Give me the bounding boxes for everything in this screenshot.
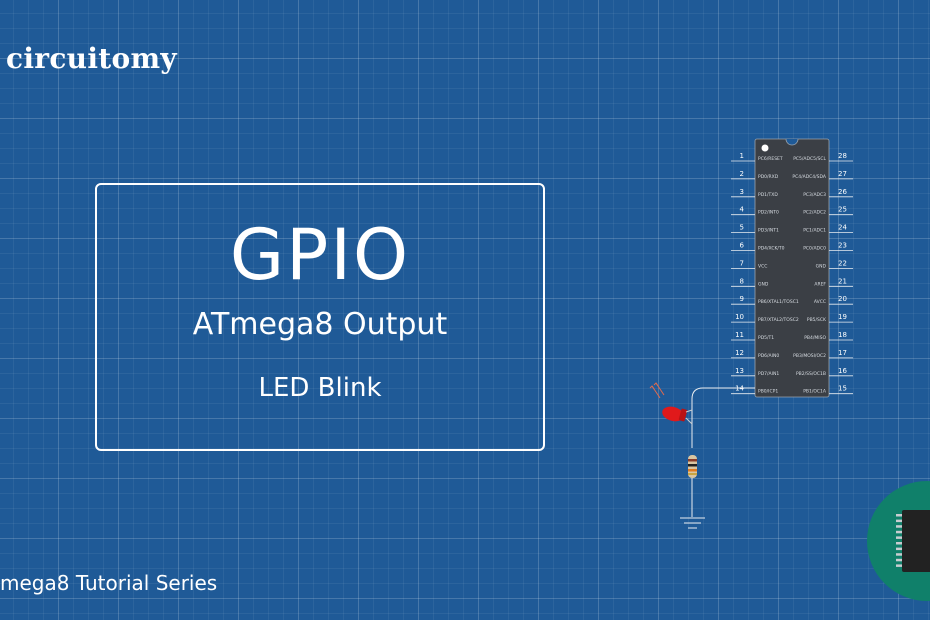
chip-pin-number: 13 [735, 367, 744, 375]
chip-pin-number: 20 [838, 295, 847, 303]
chip-pin-label: PD5/T1 [758, 335, 774, 341]
chip-pin-label: PB3/MOSI/OC2 [793, 353, 826, 359]
chip-pin-label: PB6/XTAL1/TOSC1 [758, 299, 799, 305]
resistor-icon [688, 455, 697, 478]
chip-pin-label: PB5/SCK [807, 317, 827, 323]
chip-pin-number: 15 [838, 385, 847, 393]
chip-pin-number: 18 [838, 331, 847, 339]
chip-pin-label: PC5/ADC5/SCL [793, 156, 826, 162]
chip-pin-label: PC6/RESET [758, 156, 783, 162]
chip-pin-number: 17 [838, 349, 847, 357]
chip-pin-number: 14 [735, 385, 744, 393]
badge-chip-pin [896, 519, 902, 523]
series-caption: mega8 Tutorial Series [0, 571, 218, 595]
chip-pin-label: PC3/ADC3 [803, 192, 826, 198]
chip-pin-label: PC4/ADC4/SDA [792, 174, 827, 180]
chip-pin-label: PD7/AIN1 [758, 371, 779, 377]
chip-pin-label: PB1/OC1A [803, 389, 827, 395]
chip-pin-label: PB0/ICP1 [758, 389, 778, 395]
main-title: GPIO [229, 214, 411, 296]
badge-chip-pin [896, 514, 902, 517]
led-icon [649, 382, 693, 425]
chip-pin-number: 24 [838, 224, 847, 232]
chip-pin-number: 11 [735, 331, 744, 339]
badge-chip-pin [896, 530, 902, 534]
chip-pin-label: PC2/ADC2 [803, 210, 826, 216]
chip-pin-number: 5 [740, 224, 744, 232]
badge-chip-pin [896, 564, 902, 567]
badge-chip-pin [896, 558, 902, 562]
chip-pin-label: VCC [758, 263, 767, 269]
chip-pin-number: 10 [735, 313, 744, 321]
chip-pin-number: 19 [838, 313, 847, 321]
chip-pin-number: 12 [735, 349, 744, 357]
chip-pin-number: 3 [740, 188, 744, 196]
badge-chip-pin [896, 553, 902, 556]
chip-pin-label: GND [758, 281, 769, 287]
badge-chip-pin [896, 536, 902, 539]
wire [691, 387, 755, 448]
chip-pin-number: 1 [740, 152, 744, 160]
chip-pin-label: PD6/AIN0 [758, 353, 779, 359]
chip-pin-number: 6 [740, 242, 745, 250]
chip-pin-number: 16 [838, 367, 847, 375]
chip-pin-number: 25 [838, 206, 847, 214]
ground-icon [680, 517, 705, 529]
chip-pin-label: AVCC [814, 299, 826, 305]
subtitle: ATmega8 Output [192, 307, 448, 342]
brand-logo: circuitomy [6, 42, 177, 75]
chip-pin-number: 7 [740, 259, 744, 267]
chip-pin-label: GND [816, 263, 827, 269]
chip-pin-label: PB7/XTAL2/TOSC2 [758, 317, 799, 323]
chip-pin-number: 22 [838, 259, 847, 267]
badge-chip-pin [896, 542, 902, 545]
chip-pin-label: PC1/ADC1 [803, 228, 826, 234]
title-panel: GPIO ATmega8 Output LED Blink [95, 183, 545, 451]
chip-pin-label: AREF [814, 281, 826, 287]
chip-pin-number: 27 [838, 170, 847, 178]
chip-pin-number: 21 [838, 277, 847, 285]
chip-pin-label: PD1/TXD [758, 192, 778, 198]
chip-pin-number: 9 [740, 295, 744, 303]
chip-pin-label: PB2/SS/OC1B [796, 371, 826, 377]
chip-pin-number: 23 [838, 242, 847, 250]
ic-chip-icon [867, 481, 930, 601]
chip-pin-number: 28 [838, 152, 847, 160]
chip-pin-label: PD2/INT0 [758, 210, 779, 216]
chip-pin-number: 8 [740, 277, 744, 285]
chip-pin-label: PD4/XCK/T0 [758, 246, 785, 252]
chip-pin-number: 4 [740, 206, 745, 214]
badge-chip-pin [896, 547, 902, 551]
chip-pin-label: PD0/RXD [758, 174, 779, 180]
chip-pin-label: PB4/MISO [804, 335, 826, 341]
chip-pin-number: 26 [838, 188, 847, 196]
chip-pin-number: 2 [740, 170, 744, 178]
chip-pin-label: PD3/INT1 [758, 228, 779, 234]
chip-pin-label: PC0/ADC0 [803, 246, 826, 252]
badge-chip-pin [896, 525, 902, 528]
detail-title: LED Blink [258, 373, 382, 403]
